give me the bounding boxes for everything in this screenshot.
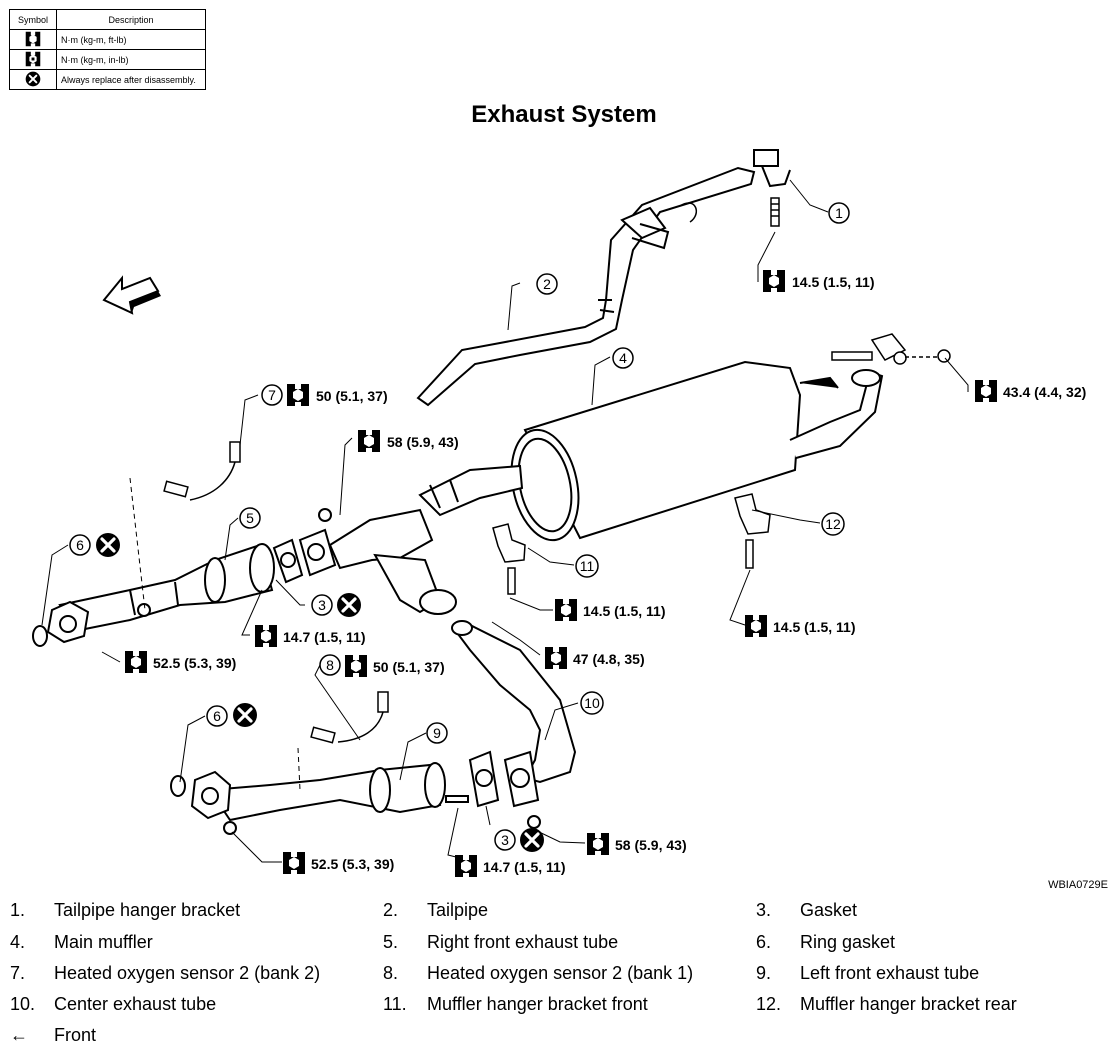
callout-7-label: 7 [268,387,276,403]
callout-3-right [311,594,333,616]
callout-8-label: 8 [326,657,334,673]
torque-wrench-icon [763,270,785,292]
right-gasket [272,508,337,584]
torque-value: 43.4 (4.4, 32) [1003,384,1086,400]
callout-8 [319,654,341,676]
main-muffler [418,360,884,542]
torque-wrench-icon [25,31,41,46]
symbol-legend: Symbol Description N·m (kg-m, ft-lb) N·m… [9,9,206,90]
torque-wrench-icon [358,430,380,452]
callout-5-label: 5 [246,510,254,526]
callout-9 [426,722,448,744]
legend-description: N·m (kg-m, ft-lb) [56,29,206,50]
callout-5 [239,507,261,529]
torque-wrench-icon [587,833,609,855]
torque-value: 58 (5.9, 43) [387,434,459,450]
torque-value: 14.7 (1.5, 11) [283,629,366,645]
torque-value: 14.5 (1.5, 11) [792,274,875,290]
callout-2-label: 2 [543,276,551,292]
torque-wrench-inlb-icon [25,51,41,66]
callout-3-left [494,829,516,851]
right-front-exhaust-tube [32,543,275,647]
torque-value: 14.7 (1.5, 11) [483,859,566,875]
callout-11 [575,554,599,578]
leader-lines [41,179,969,863]
callout-12 [821,512,845,536]
callout-2 [536,273,558,295]
left-front-exhaust-tube [170,762,446,835]
torque-value: 58 (5.9, 43) [615,837,687,853]
torque-value: 47 (4.8, 35) [573,651,645,667]
torque-wrench-icon [345,655,367,677]
replace-x-icon [94,531,122,559]
callout-10 [580,691,604,715]
callout-11-label: 11 [580,558,595,574]
callout-1-label: 1 [835,205,843,221]
torque-wrench-icon [975,380,997,402]
callout-9-label: 9 [433,725,441,741]
torque-value: 52.5 (5.3, 39) [153,655,236,671]
torque-wrench-icon [255,625,277,647]
figure-code: WBIA0729E [1048,879,1108,891]
callout-3-left-label: 3 [501,832,509,848]
torque-wrench-icon [745,615,767,637]
torque-wrench-icon [125,651,147,673]
callout-6-right-label: 6 [76,537,84,553]
torque-wrench-icon [283,852,305,874]
legend-description: Always replace after disassembly. [56,69,206,90]
torque-wrench-icon [455,855,477,877]
center-exhaust-tube [328,508,577,784]
tailpipe-bracket-bolt [770,197,780,227]
front-arrow-icon: ← [10,1025,28,1045]
left-gasket [445,750,541,829]
muffler-hanger-bracket-rear [734,493,771,569]
torque-wrench-icon [555,599,577,621]
replace-x-icon [335,591,363,619]
callout-4 [612,347,634,369]
torque-value: 50 (5.1, 37) [373,659,445,675]
callout-12-label: 12 [825,516,841,532]
tailpipe-rear-hanger [831,333,951,365]
replace-x-icon [231,701,259,729]
callout-7 [261,384,283,406]
callout-10-label: 10 [584,695,600,711]
callout-3-right-label: 3 [318,597,326,613]
front-arrow-icon [102,275,161,315]
torque-wrench-icon [287,384,309,406]
tailpipe [416,149,791,407]
replace-x-icon [25,71,41,86]
torque-value: 14.5 (1.5, 11) [773,619,856,635]
callout-6-left-label: 6 [213,708,221,724]
legend-header-symbol: Symbol [9,9,57,30]
muffler-hanger-bracket-front [492,523,526,595]
torque-value: 52.5 (5.3, 39) [311,856,394,872]
callout-6-right [69,534,91,556]
oxygen-sensor-bank-2 [163,441,241,501]
callout-6-left [206,705,228,727]
torque-value: 14.5 (1.5, 11) [583,603,666,619]
callout-1 [828,202,850,224]
torque-wrench-icon [545,647,567,669]
torque-value: 50 (5.1, 37) [316,388,388,404]
callout-4-label: 4 [619,350,627,366]
legend-description: N·m (kg-m, in-lb) [56,49,206,70]
legend-header-description: Description [56,9,206,30]
diagram-title: Exhaust System [471,101,656,128]
replace-x-icon [518,826,546,854]
oxygen-sensor-bank-1 [310,691,389,744]
